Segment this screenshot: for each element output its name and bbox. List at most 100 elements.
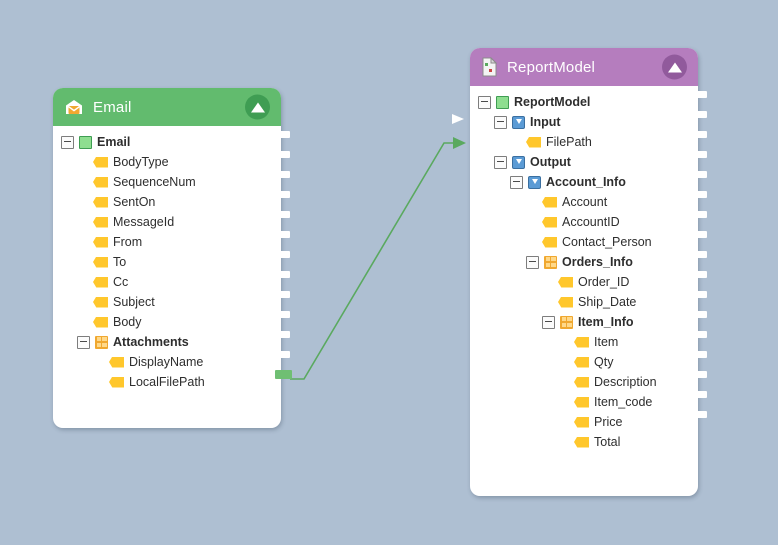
output-port[interactable] bbox=[275, 131, 290, 138]
node-header-email[interactable]: Email bbox=[53, 88, 281, 126]
tree-row[interactable]: To bbox=[53, 252, 281, 272]
orange-grid-icon bbox=[560, 315, 573, 329]
tree-row[interactable]: Account bbox=[470, 192, 698, 212]
tree-row[interactable]: Item bbox=[470, 332, 698, 352]
collapse-expander-icon[interactable] bbox=[526, 255, 539, 269]
collapse-button[interactable] bbox=[245, 94, 270, 120]
tree-row[interactable]: Qty bbox=[470, 352, 698, 372]
tree-row-label: To bbox=[113, 255, 127, 269]
output-port[interactable] bbox=[275, 211, 290, 218]
tree-row-label: Cc bbox=[113, 275, 129, 289]
tree-row-label: Email bbox=[97, 135, 131, 149]
tree-row-label: Account_Info bbox=[546, 175, 626, 189]
collapse-expander-icon[interactable] bbox=[510, 175, 523, 189]
output-port[interactable] bbox=[275, 251, 290, 258]
collapse-button[interactable] bbox=[662, 54, 687, 80]
tree-row[interactable]: Ship_Date bbox=[470, 292, 698, 312]
output-port[interactable] bbox=[275, 351, 290, 358]
tree-row-label: Orders_Info bbox=[562, 255, 633, 269]
blue-arrow-icon bbox=[512, 155, 525, 169]
collapse-expander-icon[interactable] bbox=[494, 115, 507, 129]
tree-row[interactable]: Output bbox=[470, 152, 698, 172]
output-port[interactable] bbox=[275, 191, 290, 198]
output-port[interactable] bbox=[692, 111, 707, 118]
tag-icon bbox=[574, 356, 589, 368]
output-port[interactable] bbox=[692, 171, 707, 178]
tree-row[interactable]: DisplayName bbox=[53, 352, 281, 372]
tree-row-label: SentOn bbox=[113, 195, 156, 209]
tree-row-label: Subject bbox=[113, 295, 155, 309]
tree-row[interactable]: AccountID bbox=[470, 212, 698, 232]
tree-row-label: Order_ID bbox=[578, 275, 630, 289]
tree-row[interactable]: SequenceNum bbox=[53, 172, 281, 192]
tree-row[interactable]: Price bbox=[470, 412, 698, 432]
tag-icon bbox=[558, 296, 573, 308]
expander-spacer bbox=[558, 417, 569, 428]
output-port[interactable] bbox=[692, 231, 707, 238]
output-port[interactable] bbox=[692, 371, 707, 378]
expander-spacer bbox=[558, 397, 569, 408]
tag-icon bbox=[93, 196, 108, 208]
tree-row[interactable]: BodyType bbox=[53, 152, 281, 172]
expander-spacer bbox=[558, 337, 569, 348]
output-port[interactable] bbox=[692, 131, 707, 138]
output-port[interactable] bbox=[692, 331, 707, 338]
output-port[interactable] bbox=[692, 391, 707, 398]
tree-row[interactable]: SentOn bbox=[53, 192, 281, 212]
output-port[interactable] bbox=[692, 411, 707, 418]
tree-row[interactable]: Attachments bbox=[53, 332, 281, 352]
tree-row[interactable]: Subject bbox=[53, 292, 281, 312]
expander-spacer bbox=[558, 437, 569, 448]
output-port[interactable] bbox=[692, 311, 707, 318]
output-port[interactable] bbox=[275, 331, 290, 338]
node-header-reportmodel[interactable]: ReportModel bbox=[470, 48, 698, 86]
triangle-up-icon bbox=[667, 62, 682, 72]
tree-row[interactable]: Input bbox=[470, 112, 698, 132]
output-port[interactable] bbox=[275, 231, 290, 238]
collapse-expander-icon[interactable] bbox=[61, 135, 74, 149]
tree-row[interactable]: LocalFilePath bbox=[53, 372, 281, 392]
document-icon bbox=[482, 57, 498, 77]
tree-row[interactable]: Account_Info bbox=[470, 172, 698, 192]
collapse-expander-icon[interactable] bbox=[77, 335, 90, 349]
output-port[interactable] bbox=[692, 211, 707, 218]
output-port[interactable] bbox=[692, 351, 707, 358]
output-port[interactable] bbox=[692, 91, 707, 98]
tree-row[interactable]: Body bbox=[53, 312, 281, 332]
tree-row[interactable]: ReportModel bbox=[470, 92, 698, 112]
tree-row[interactable]: From bbox=[53, 232, 281, 252]
output-port[interactable] bbox=[275, 291, 290, 298]
tag-icon bbox=[93, 316, 108, 328]
output-port[interactable] bbox=[692, 271, 707, 278]
output-port[interactable] bbox=[692, 191, 707, 198]
tree-row[interactable]: Order_ID bbox=[470, 272, 698, 292]
output-port[interactable] bbox=[692, 251, 707, 258]
tree-row-label: SequenceNum bbox=[113, 175, 196, 189]
expander-spacer bbox=[526, 237, 537, 248]
tree-row[interactable]: Email bbox=[53, 132, 281, 152]
tree-row[interactable]: Total bbox=[470, 432, 698, 452]
tree-row[interactable]: Cc bbox=[53, 272, 281, 292]
collapse-expander-icon[interactable] bbox=[494, 155, 507, 169]
tree-row[interactable]: Description bbox=[470, 372, 698, 392]
tree-row[interactable]: Item_Info bbox=[470, 312, 698, 332]
output-port-connected[interactable] bbox=[275, 370, 292, 379]
output-port[interactable] bbox=[275, 271, 290, 278]
tree-row[interactable]: MessageId bbox=[53, 212, 281, 232]
tree-row[interactable]: FilePath bbox=[470, 132, 698, 152]
tree-row[interactable]: Item_code bbox=[470, 392, 698, 412]
output-port[interactable] bbox=[692, 291, 707, 298]
tree-row[interactable]: Orders_Info bbox=[470, 252, 698, 272]
tree-row[interactable]: Contact_Person bbox=[470, 232, 698, 252]
output-port[interactable] bbox=[275, 171, 290, 178]
collapse-expander-icon[interactable] bbox=[478, 95, 491, 109]
output-port[interactable] bbox=[692, 151, 707, 158]
tag-icon bbox=[542, 236, 557, 248]
output-port[interactable] bbox=[275, 311, 290, 318]
output-port[interactable] bbox=[275, 151, 290, 158]
tree-row-label: ReportModel bbox=[514, 95, 591, 109]
collapse-expander-icon[interactable] bbox=[542, 315, 555, 329]
